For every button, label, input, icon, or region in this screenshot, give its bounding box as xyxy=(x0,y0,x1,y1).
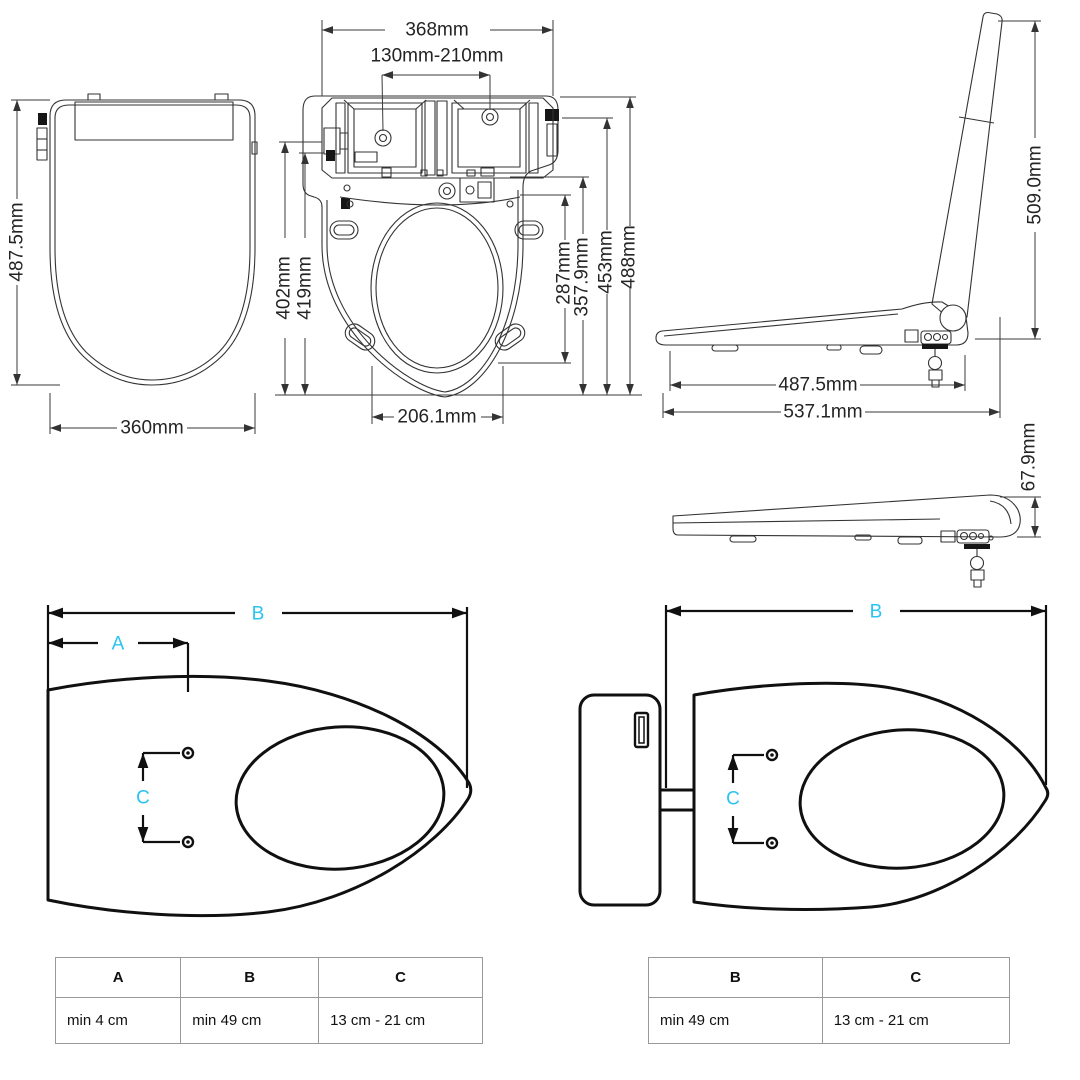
dim-bolt-spacing: 130mm-210mm xyxy=(370,46,504,132)
view-side-open: 509.0mm 487.5mm 537.1mm xyxy=(650,5,1080,430)
dim-opening-width-label: 206.1mm xyxy=(397,407,476,428)
dim-left-outer-label: 402mm xyxy=(274,256,295,319)
seat-side-closed-outline xyxy=(672,494,1021,545)
dim-right-4-label: 488mm xyxy=(619,225,640,288)
col-b-header: B xyxy=(648,957,823,998)
seat-lid-outline xyxy=(49,93,258,386)
mounting-bracket xyxy=(321,97,554,179)
dim-body-length-label: 487.5mm xyxy=(778,375,857,396)
dim-rear-height-label: 67.9mm xyxy=(1019,423,1040,492)
fit-guide-standard-bowl: B A C xyxy=(20,585,520,945)
dim-a-label: A xyxy=(112,634,125,655)
water-inlet-detail xyxy=(323,127,378,209)
dim-b: B xyxy=(664,602,1048,788)
col-b-value: min 49 cm xyxy=(648,997,823,1044)
table-header-row: B C xyxy=(648,957,1011,998)
dim-length-label: 487.5mm xyxy=(7,202,28,281)
col-c-header: C xyxy=(318,957,483,998)
dim-right-4: 488mm xyxy=(560,96,640,395)
bowl-outline xyxy=(692,681,1050,911)
dim-c-label: C xyxy=(726,789,740,810)
dim-b-label: B xyxy=(870,602,883,623)
dim-right-3-label: 453mm xyxy=(596,230,617,293)
dim-length: 487.5mm xyxy=(7,99,60,386)
bowl-outline xyxy=(46,674,473,918)
dim-width: 360mm xyxy=(49,393,256,439)
col-a-header: A xyxy=(54,957,182,998)
dim-lid-height-label: 509.0mm xyxy=(1025,145,1046,224)
dim-right-2: 357.9mm xyxy=(510,176,593,395)
dim-bolt-spacing-label: 130mm-210mm xyxy=(370,46,503,67)
dim-rear-height: 67.9mm xyxy=(1000,423,1041,538)
view-side-closed: 67.9mm xyxy=(650,423,1080,610)
dim-left-inner-label: 419mm xyxy=(295,256,316,319)
col-b-header: B xyxy=(180,957,320,998)
fit-guide-tank-bowl: B C xyxy=(555,585,1070,955)
dim-a: A xyxy=(48,634,190,692)
seat-opening xyxy=(370,202,504,374)
fit-dimensions-table-left: A B C min 4 cm min 49 cm 13 cm - 21 cm xyxy=(54,957,483,1044)
dim-body-length: 487.5mm xyxy=(669,351,966,396)
view-bottom: 368mm 130mm-210mm 402mm 419mm 287mm 357.… xyxy=(270,0,650,450)
seat-bottom-outline xyxy=(302,95,559,398)
tank-outline xyxy=(578,693,694,907)
dim-left-outer: 402mm xyxy=(274,141,322,395)
fit-dimensions-table-right: B C min 49 cm 13 cm - 21 cm xyxy=(648,957,1011,1044)
dim-b: B xyxy=(46,604,469,788)
col-b-value: min 49 cm xyxy=(180,997,320,1044)
view-top-closed: 487.5mm 360mm xyxy=(0,78,290,450)
table-header-row: A B C xyxy=(54,957,483,998)
col-c-value: 13 cm - 21 cm xyxy=(821,997,1011,1044)
rear-connection-detail-closed xyxy=(940,529,994,588)
dim-lid-height: 509.0mm xyxy=(975,20,1046,340)
seat-side-open-outline xyxy=(655,11,1003,355)
dim-c: C xyxy=(726,753,764,845)
dim-b-label: B xyxy=(252,604,265,625)
col-c-value: 13 cm - 21 cm xyxy=(318,997,483,1044)
dim-bracket-width-label: 368mm xyxy=(405,20,468,41)
dim-width-label: 360mm xyxy=(120,418,183,439)
dim-right-2-label: 357.9mm xyxy=(572,237,593,316)
col-c-header: C xyxy=(821,957,1011,998)
dim-right-1: 287mm xyxy=(498,194,575,364)
hinge-deck-detail xyxy=(339,167,521,208)
bumper-pads xyxy=(329,220,544,351)
side-control-panel xyxy=(36,113,48,161)
table-value-row: min 4 cm min 49 cm 13 cm - 21 cm xyxy=(54,997,483,1044)
dim-c-label: C xyxy=(136,788,150,809)
dim-bracket-width: 368mm xyxy=(321,20,554,96)
dim-total-length: 537.1mm xyxy=(662,317,1001,423)
table-value-row: min 49 cm 13 cm - 21 cm xyxy=(648,997,1011,1044)
dim-c: C xyxy=(136,751,180,844)
dim-opening-width: 206.1mm xyxy=(371,366,504,428)
dim-left-inner: 419mm xyxy=(295,152,324,395)
rear-connection-detail xyxy=(904,329,952,388)
col-a-value: min 4 cm xyxy=(54,997,182,1044)
dim-right-3: 453mm xyxy=(562,117,617,395)
dim-right-1-label: 287mm xyxy=(554,241,575,304)
dim-total-length-label: 537.1mm xyxy=(783,402,862,423)
